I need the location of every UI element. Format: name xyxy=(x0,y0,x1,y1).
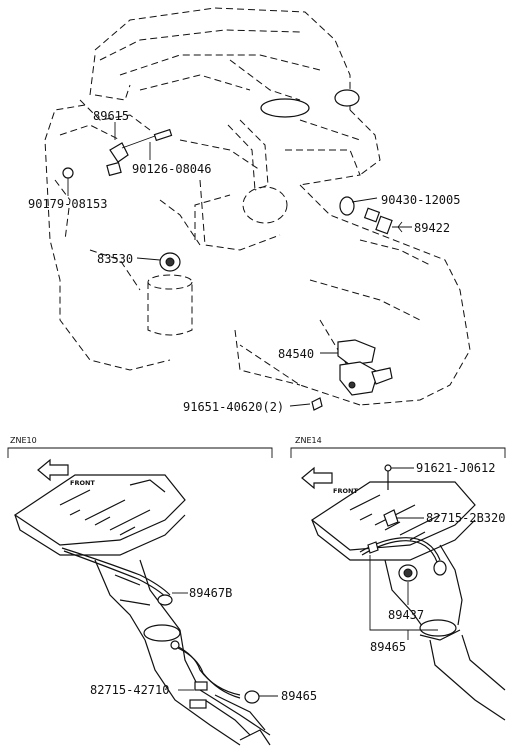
valve-84540 xyxy=(311,339,393,411)
label-89422: 89422 xyxy=(414,221,450,235)
section-brackets xyxy=(7,447,506,458)
label-82715-2b320: 82715-2B320 xyxy=(426,511,505,525)
engine-block-drawing xyxy=(44,7,471,406)
label-89465-left: 89465 xyxy=(281,689,317,703)
engine-leader-lines xyxy=(67,122,412,407)
label-89615: 89615 xyxy=(93,109,129,123)
sensor-83530 xyxy=(159,252,181,272)
front-label-left: FRONT xyxy=(70,479,95,487)
label-89467b: 89467B xyxy=(189,586,232,600)
label-84540: 84540 xyxy=(278,347,314,361)
label-89465-right: 89465 xyxy=(370,640,406,654)
front-arrow-icon xyxy=(37,458,69,482)
section-label-zne10: ZNE10 xyxy=(10,436,37,445)
sensor-89422 xyxy=(339,196,393,235)
label-90126-08046: 90126-08046 xyxy=(132,162,211,176)
right-manifold-drawing xyxy=(310,464,506,721)
label-90179-08153: 90179-08153 xyxy=(28,197,107,211)
label-91621-j0612: 91621-J0612 xyxy=(416,461,495,475)
label-90430-12005: 90430-12005 xyxy=(381,193,460,207)
label-82715-42710: 82715-42710 xyxy=(90,683,169,697)
label-89437: 89437 xyxy=(388,608,424,622)
label-91651-40620: 91651-40620(2) xyxy=(183,400,284,414)
left-leader-lines xyxy=(172,592,278,697)
front-label-right: FRONT xyxy=(333,487,358,495)
knock-sensor-89615 xyxy=(62,128,173,179)
front-arrow-icon xyxy=(301,466,333,490)
label-83530: 83530 xyxy=(97,252,133,266)
right-leader-lines xyxy=(369,467,438,640)
left-manifold-drawing xyxy=(13,474,271,746)
section-label-zne14: ZNE14 xyxy=(295,436,322,445)
